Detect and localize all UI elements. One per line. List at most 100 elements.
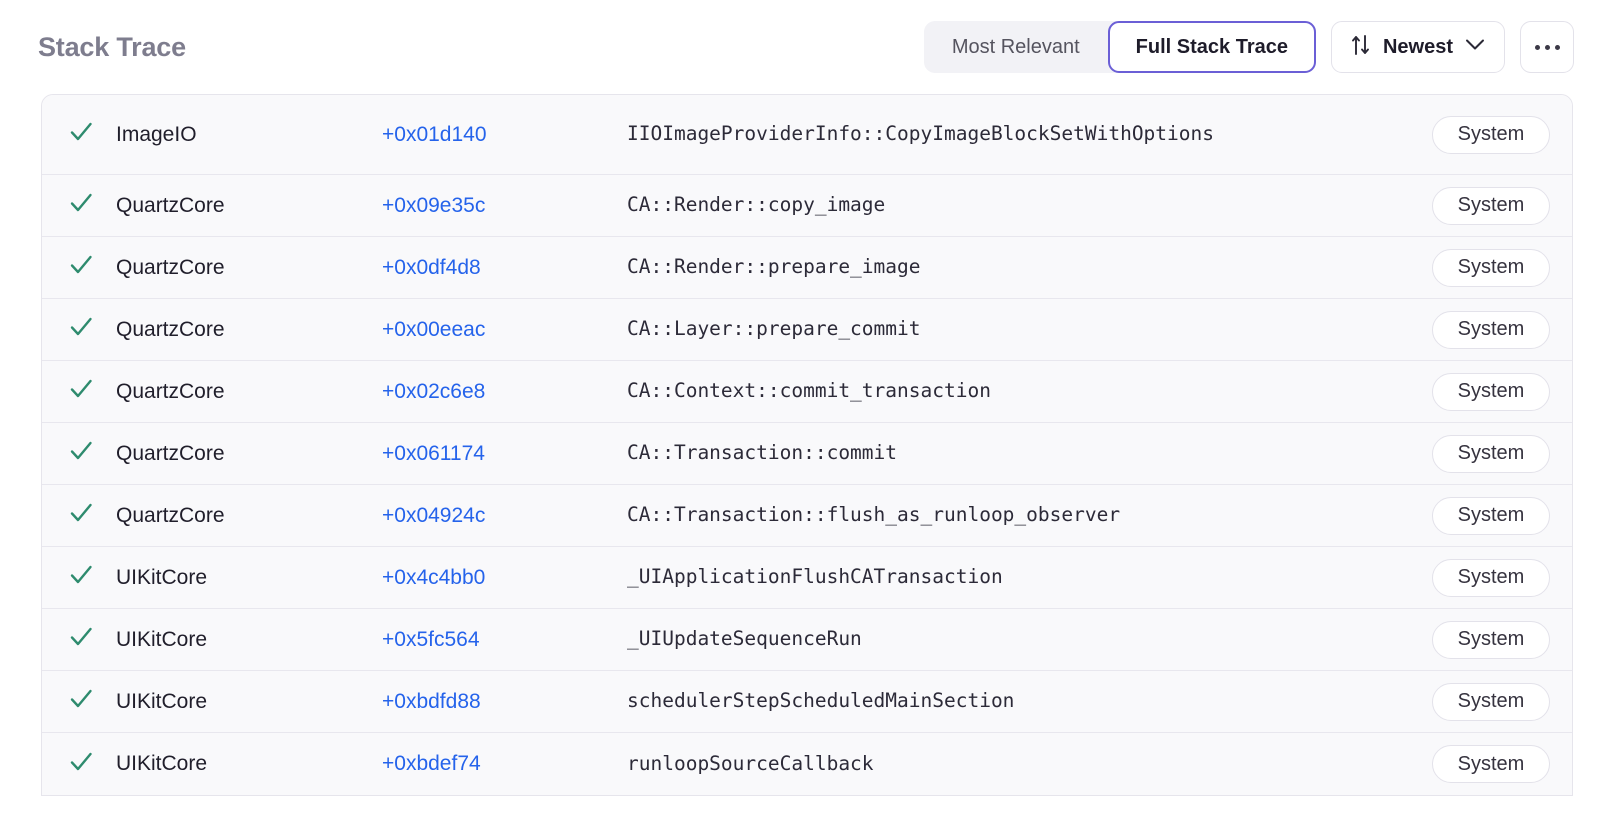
status-badge: System xyxy=(1432,115,1550,154)
frame-status-cell xyxy=(68,500,116,531)
status-badge: System xyxy=(1432,745,1550,783)
table-row[interactable]: UIKitCore +0x5fc564 _UIUpdateSequenceRun Sy… xyxy=(42,609,1572,671)
more-options-button[interactable] xyxy=(1520,21,1574,73)
page-title: Stack Trace xyxy=(38,31,186,62)
sort-label: Newest xyxy=(1382,35,1453,58)
check-icon xyxy=(68,190,94,221)
chevron-down-icon xyxy=(1465,38,1485,56)
frame-status-cell xyxy=(68,562,116,593)
ellipsis-icon xyxy=(1554,44,1560,50)
frame-binary-name: QuartzCore xyxy=(116,317,225,341)
frame-badge-cell: System xyxy=(1432,496,1550,535)
ellipsis-icon xyxy=(1534,44,1540,50)
status-badge: System xyxy=(1432,620,1550,659)
check-icon xyxy=(68,376,94,407)
frame-address-link[interactable]: +0x5fc564 xyxy=(382,627,480,651)
tab-most-relevant[interactable]: Most Relevant xyxy=(951,35,1080,58)
frame-address-link[interactable]: +0x04924c xyxy=(382,503,486,527)
table-row[interactable]: UIKitCore +0x4c4bb0 _UIApplicationFlushCAT… xyxy=(42,547,1572,609)
frame-binary-name: QuartzCore xyxy=(116,441,225,465)
status-badge: System xyxy=(1432,682,1550,721)
frame-status-cell xyxy=(68,624,116,655)
stack-frames-list: ImageIO +0x01d140 IIOImageProviderInfo::Co… xyxy=(41,94,1573,796)
frame-status-cell xyxy=(68,749,116,780)
status-badge: System xyxy=(1432,496,1550,535)
frame-symbol: CA::Transaction::commit xyxy=(627,441,898,465)
frame-symbol: CA::Context::commit_transaction xyxy=(627,379,991,403)
frame-address-link[interactable]: +0xbdef74 xyxy=(382,752,481,775)
table-row[interactable]: ImageIO +0x01d140 IIOImageProviderInfo::Co… xyxy=(42,95,1572,175)
frame-binary-name: QuartzCore xyxy=(116,503,225,527)
frame-status-cell xyxy=(68,119,116,150)
frame-badge-cell: System xyxy=(1432,115,1550,154)
frame-symbol: CA::Layer::prepare_commit xyxy=(627,317,921,341)
frame-badge-cell: System xyxy=(1432,682,1550,721)
status-badge: System xyxy=(1432,186,1550,225)
table-row[interactable]: QuartzCore +0x02c6e8 CA::Context::commit_t… xyxy=(42,361,1572,423)
check-icon xyxy=(68,314,94,345)
frame-binary-name: QuartzCore xyxy=(116,379,225,403)
status-badge: System xyxy=(1432,558,1550,597)
frame-status-cell xyxy=(68,438,116,469)
frame-badge-cell: System xyxy=(1432,745,1550,783)
header-controls: Most Relevant Full Stack Trace Newest xyxy=(923,21,1574,73)
frame-status-cell xyxy=(68,252,116,283)
check-icon xyxy=(68,500,94,531)
frame-binary-name: ImageIO xyxy=(116,122,197,146)
frame-binary-name: UIKitCore xyxy=(116,689,208,713)
frame-symbol: CA::Render::copy_image xyxy=(627,193,886,217)
frame-status-cell xyxy=(68,190,116,221)
table-row[interactable]: UIKitCore +0xbdef74 runloopSourceCallback S… xyxy=(42,733,1572,795)
stack-trace-header: Stack Trace Most Relevant Full Stack Tra… xyxy=(0,0,1614,94)
frame-badge-cell: System xyxy=(1432,620,1550,659)
frame-symbol: IIOImageProviderInfo::CopyImageBlockSetW… xyxy=(627,122,1214,146)
table-row[interactable]: QuartzCore +0x00eeac CA::Layer::prepare_co… xyxy=(42,299,1572,361)
view-mode-segmented-control[interactable]: Most Relevant Full Stack Trace xyxy=(923,21,1316,73)
check-icon xyxy=(68,562,94,593)
frame-address-link[interactable]: +0x0df4d8 xyxy=(382,255,481,279)
frame-binary-name: UIKitCore xyxy=(116,565,208,589)
frame-badge-cell: System xyxy=(1432,558,1550,597)
status-badge: System xyxy=(1432,248,1550,287)
frame-address-link[interactable]: +0xbdfd88 xyxy=(382,689,481,713)
table-row[interactable]: QuartzCore +0x061174 CA::Transaction::comm… xyxy=(42,423,1572,485)
frame-badge-cell: System xyxy=(1432,310,1550,349)
check-icon xyxy=(68,252,94,283)
frame-badge-cell: System xyxy=(1432,186,1550,225)
status-badge: System xyxy=(1432,434,1550,473)
frame-badge-cell: System xyxy=(1432,434,1550,473)
frame-address-link[interactable]: +0x4c4bb0 xyxy=(382,565,486,589)
frame-status-cell xyxy=(68,314,116,345)
frame-badge-cell: System xyxy=(1432,248,1550,287)
frame-address-link[interactable]: +0x09e35c xyxy=(382,193,486,217)
frame-symbol: runloopSourceCallback xyxy=(627,751,874,775)
frame-badge-cell: System xyxy=(1432,372,1550,411)
frame-symbol: _UIApplicationFlushCATransaction xyxy=(627,565,1003,589)
sort-arrows-icon xyxy=(1351,34,1371,61)
table-row[interactable]: UIKitCore +0xbdfd88 schedulerStepScheduled… xyxy=(42,671,1572,733)
ellipsis-icon xyxy=(1544,44,1550,50)
frame-address-link[interactable]: +0x02c6e8 xyxy=(382,379,486,403)
frame-address-link[interactable]: +0x01d140 xyxy=(382,122,487,146)
frame-status-cell xyxy=(68,686,116,717)
frame-symbol: _UIUpdateSequenceRun xyxy=(627,627,862,651)
frame-symbol: schedulerStepScheduledMainSection xyxy=(627,689,1015,713)
status-badge: System xyxy=(1432,310,1550,349)
check-icon xyxy=(68,686,94,717)
check-icon xyxy=(68,438,94,469)
frame-binary-name: UIKitCore xyxy=(116,752,208,775)
frame-address-link[interactable]: +0x061174 xyxy=(382,441,485,465)
status-badge: System xyxy=(1432,372,1550,411)
frame-binary-name: QuartzCore xyxy=(116,255,225,279)
check-icon xyxy=(68,624,94,655)
frame-binary-name: UIKitCore xyxy=(116,627,208,651)
tab-full-stack-trace[interactable]: Full Stack Trace xyxy=(1107,21,1316,73)
frame-address-link[interactable]: +0x00eeac xyxy=(382,317,486,341)
check-icon xyxy=(68,119,94,150)
sort-button[interactable]: Newest xyxy=(1330,21,1505,73)
frame-status-cell xyxy=(68,376,116,407)
